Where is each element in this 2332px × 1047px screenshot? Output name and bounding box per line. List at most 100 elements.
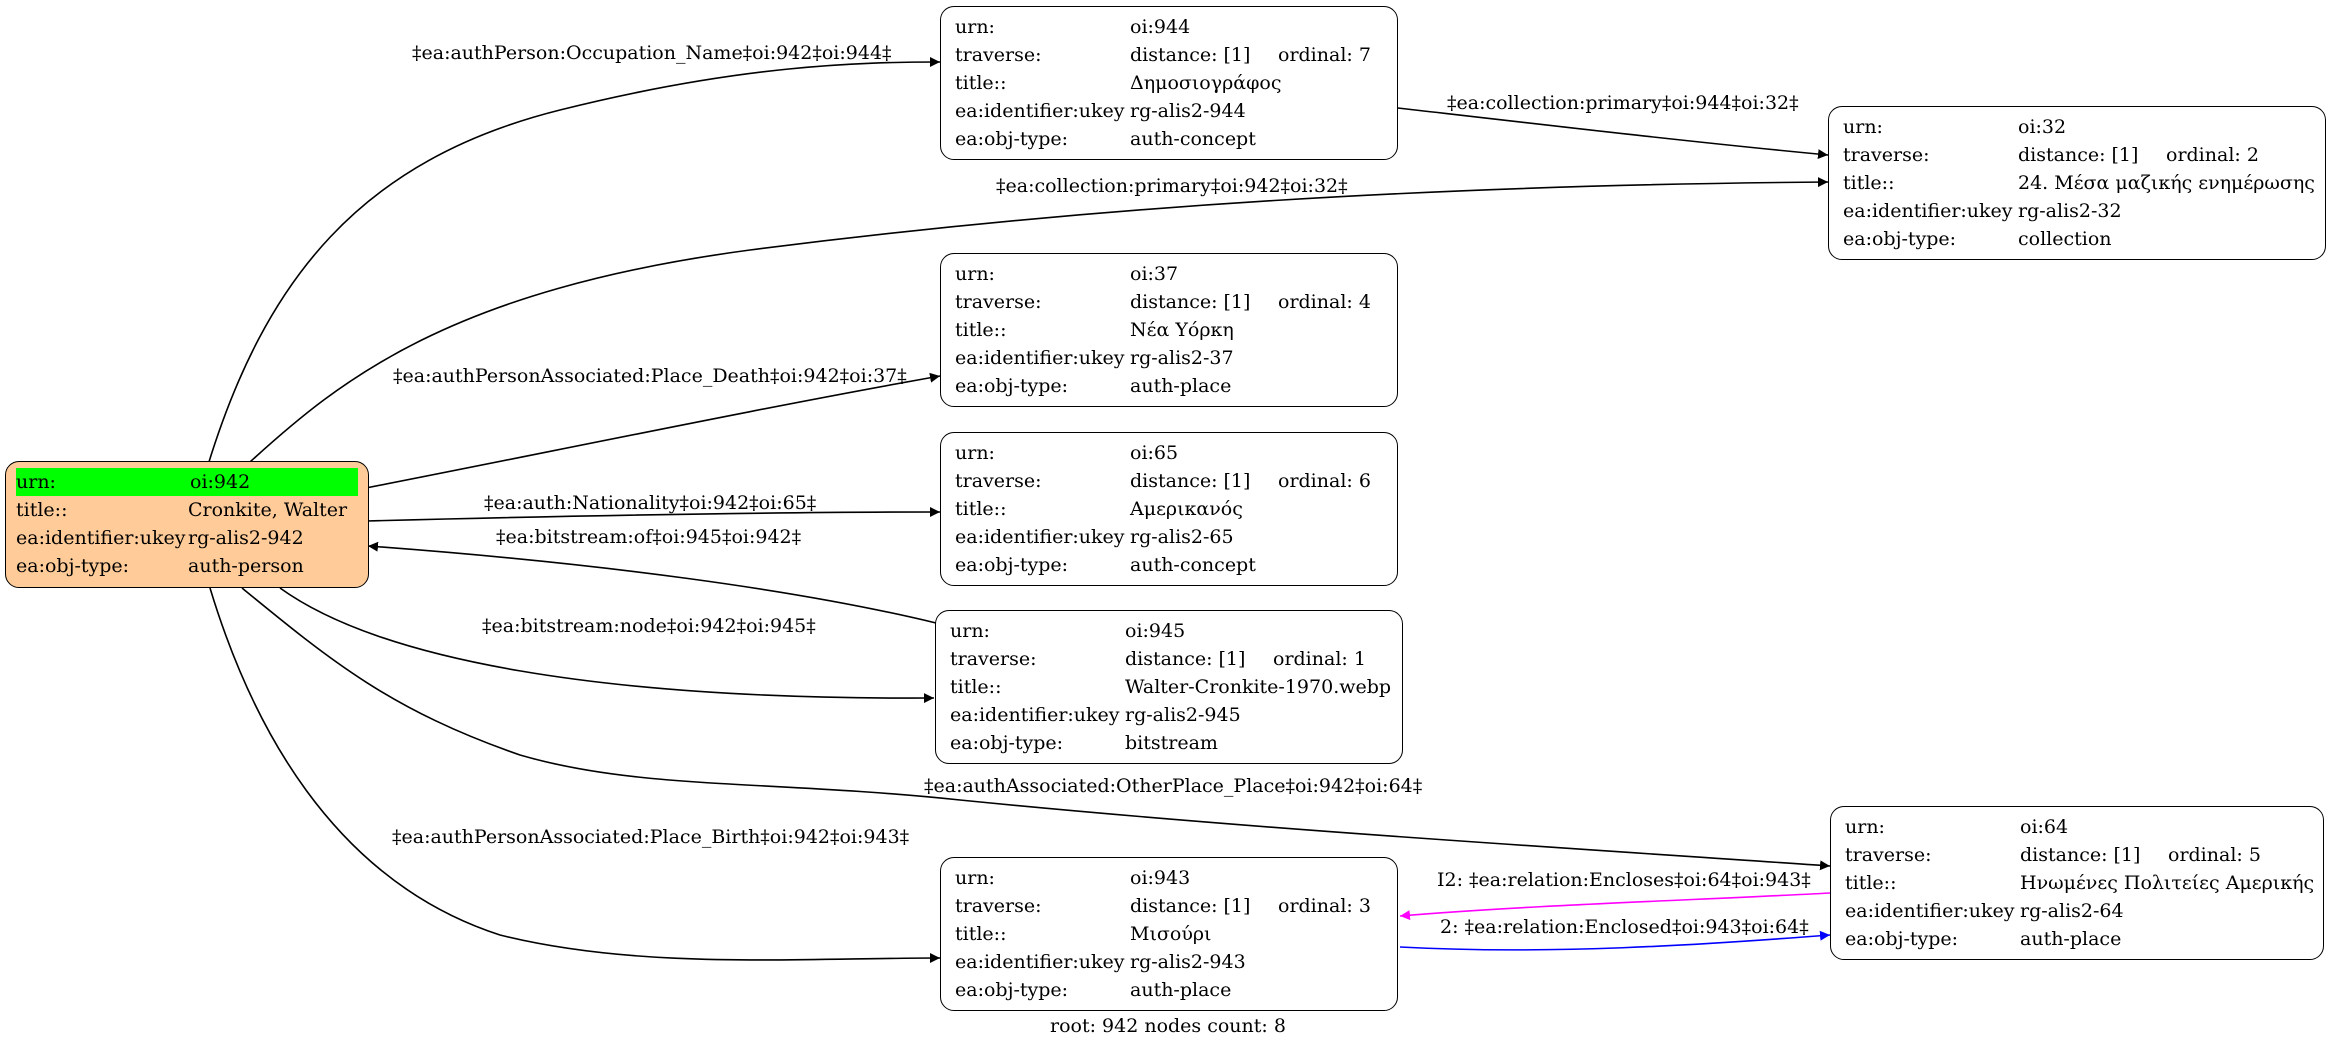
node-distance: distance: [1]: [1130, 291, 1251, 313]
node-urn: oi:37: [1130, 263, 1179, 285]
field-label: ea:identifier:ukey: [955, 526, 1125, 548]
node-urn: oi:943: [1130, 867, 1191, 889]
edge-place-death: [365, 372, 941, 489]
field-label: ea:obj-type:: [955, 375, 1069, 397]
node-title: Δημοσιογράφος: [1130, 72, 1282, 94]
node-objtype: auth-place: [1130, 979, 1232, 1001]
node-objtype: auth-concept: [1130, 128, 1256, 150]
node-945[interactable]: urn:oi:945 traverse:distance: [1]ordinal…: [935, 610, 1403, 764]
field-label: title::: [955, 498, 1007, 520]
field-label: urn:: [1843, 116, 1883, 138]
root-objtype-row: ea:obj-type: auth-person: [16, 552, 358, 580]
edge-label-collection-944-32: ‡ea:collection:primary‡oi:944‡oi:32‡: [1447, 92, 1799, 114]
field-label: ea:obj-type:: [955, 979, 1069, 1001]
field-label: urn:: [955, 16, 995, 38]
node-943[interactable]: urn:oi:943 traverse:distance: [1]ordinal…: [940, 857, 1398, 1011]
field-label: ea:obj-type:: [1843, 228, 1957, 250]
node-ukey: rg-alis2-945: [1125, 704, 1241, 726]
node-65[interactable]: urn: oi:65 traverse: distance: [1] ordinal:…: [940, 432, 1398, 586]
node-objtype: auth-place: [1130, 375, 1232, 397]
node-urn: oi:65: [1130, 442, 1179, 464]
node-distance: distance: [1]: [2020, 844, 2141, 866]
node-title: Walter-Cronkite-1970.webp: [1125, 676, 1392, 698]
field-label: traverse:: [1845, 844, 1932, 866]
node-944[interactable]: urn:oi:944 traverse:distance: [1]ordinal…: [940, 6, 1398, 160]
node-ordinal: ordinal: 1: [1273, 648, 1366, 670]
field-label: traverse:: [955, 44, 1042, 66]
root-objtype: auth-person: [188, 555, 304, 577]
field-label: title::: [1843, 172, 1895, 194]
field-label: title::: [955, 72, 1007, 94]
field-label: urn:: [955, 442, 995, 464]
node-objtype: auth-place: [2020, 928, 2122, 950]
field-label: urn:: [1845, 816, 1885, 838]
edge-enclosed: [1399, 930, 1831, 951]
node-distance: distance: [1]: [1125, 648, 1246, 670]
field-label: ea:identifier:ukey: [1843, 200, 2013, 222]
node-37[interactable]: urn: oi:37 traverse: distance: [1] ordinal:…: [940, 253, 1398, 407]
node-32[interactable]: urn:oi:32 traverse:distance: [1]ordinal:…: [1828, 106, 2326, 260]
root-ukey-row: ea:identifier:ukey rg-alis2-942: [16, 524, 358, 552]
field-label: traverse:: [955, 470, 1042, 492]
node-ordinal: ordinal: 6: [1278, 470, 1371, 492]
field-label: traverse:: [955, 895, 1042, 917]
field-label: title::: [16, 499, 68, 521]
root-urn-row: urn: oi:942: [16, 468, 358, 496]
edge-label-other-place: ‡ea:authAssociated:OtherPlace_Place‡oi:9…: [924, 775, 1423, 797]
node-title: Νέα Υόρκη: [1130, 319, 1234, 341]
edge-place-birth: [209, 587, 941, 964]
field-label: title::: [950, 676, 1002, 698]
field-label: ea:identifier:ukey: [16, 527, 186, 549]
node-ukey: rg-alis2-64: [2020, 900, 2124, 922]
field-label: ea:obj-type:: [1845, 928, 1959, 950]
edge-label-bitstream-node: ‡ea:bitstream:node‡oi:942‡oi:945‡: [482, 615, 816, 637]
field-label: ea:obj-type:: [955, 128, 1069, 150]
field-label: urn:: [955, 263, 995, 285]
field-label: ea:obj-type:: [955, 554, 1069, 576]
node-ukey: rg-alis2-32: [2018, 200, 2122, 222]
edge-encloses: [1399, 892, 1831, 921]
edge-bitstream-node: [279, 587, 935, 704]
field-label: ea:obj-type:: [950, 732, 1064, 754]
node-ordinal: ordinal: 4: [1278, 291, 1371, 313]
node-64[interactable]: urn:oi:64 traverse:distance: [1]ordinal:…: [1830, 806, 2324, 960]
root-title-row: title:: Cronkite, Walter: [16, 496, 358, 524]
node-distance: distance: [1]: [1130, 470, 1251, 492]
node-root-942[interactable]: urn: oi:942 title:: Cronkite, Walter ea:…: [5, 461, 369, 588]
node-ordinal: ordinal: 3: [1278, 895, 1371, 917]
node-distance: distance: [1]: [2018, 144, 2139, 166]
field-label: ea:identifier:ukey: [950, 704, 1120, 726]
field-label: ea:identifier:ukey: [955, 100, 1125, 122]
field-label: title::: [1845, 872, 1897, 894]
node-distance: distance: [1]: [1130, 44, 1251, 66]
node-objtype: auth-concept: [1130, 554, 1256, 576]
edge-label-place-death: ‡ea:authPersonAssociated:Place_Death‡oi:…: [393, 365, 907, 387]
field-label: traverse:: [955, 291, 1042, 313]
node-ukey: rg-alis2-65: [1130, 526, 1234, 548]
field-label: urn:: [955, 867, 995, 889]
edge-label-bitstream-of: ‡ea:bitstream:of‡oi:945‡oi:942‡: [496, 526, 802, 548]
field-label: ea:obj-type:: [16, 555, 130, 577]
node-urn: oi:32: [2018, 116, 2067, 138]
node-title: Μισούρι: [1130, 923, 1212, 945]
field-label: title::: [955, 923, 1007, 945]
node-ordinal: ordinal: 2: [2166, 144, 2259, 166]
node-ordinal: ordinal: 7: [1278, 44, 1371, 66]
root-ukey: rg-alis2-942: [188, 527, 304, 549]
edge-bitstream-of: [367, 541, 937, 624]
edge-other-place: [241, 587, 1831, 871]
node-ukey: rg-alis2-37: [1130, 347, 1234, 369]
edge-label-enclosed: 2: ‡ea:relation:Enclosed‡oi:943‡oi:64‡: [1440, 916, 1809, 938]
field-label: urn:: [950, 620, 990, 642]
edge-label-nationality: ‡ea:auth:Nationality‡oi:942‡oi:65‡: [484, 492, 817, 514]
node-title: 24. Μέσα μαζικής ενημέρωσης: [2018, 172, 2315, 194]
node-urn: oi:64: [2020, 816, 2069, 838]
field-label: ea:identifier:ukey: [955, 347, 1125, 369]
edge-collection-942-32: [249, 177, 1829, 463]
node-title: Ηνωμένες Πολιτείες Αμερικής: [2020, 872, 2315, 894]
node-title: Αμερικανός: [1130, 498, 1243, 520]
edge-collection-944-32: [1397, 107, 1829, 160]
edge-label-encloses: I2: ‡ea:relation:Encloses‡oi:64‡oi:943‡: [1437, 869, 1811, 891]
node-objtype: bitstream: [1125, 732, 1218, 754]
